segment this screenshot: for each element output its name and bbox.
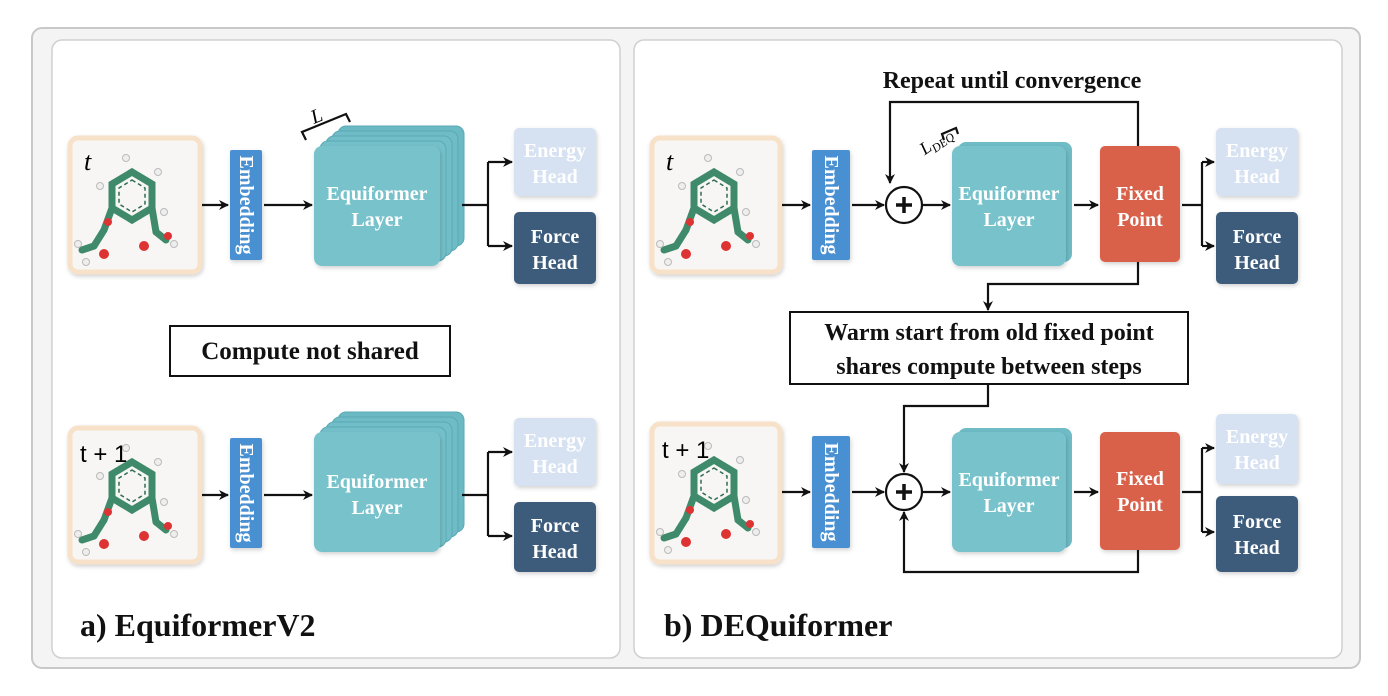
svg-text:Embedding: Embedding bbox=[820, 156, 842, 255]
svg-text:Force: Force bbox=[1233, 226, 1282, 248]
svg-text:Head: Head bbox=[1234, 166, 1280, 188]
add-operator bbox=[884, 185, 924, 225]
svg-text:Embedding: Embedding bbox=[235, 444, 257, 543]
svg-text:Force: Force bbox=[531, 515, 580, 537]
panel-label: b) DEQuiformer bbox=[664, 607, 892, 643]
time-label: t bbox=[84, 147, 92, 176]
svg-text:Point: Point bbox=[1117, 209, 1163, 231]
fixed-point-block: Fixed Point bbox=[1100, 146, 1180, 262]
svg-text:Force: Force bbox=[531, 226, 580, 248]
svg-text:Head: Head bbox=[1234, 537, 1280, 559]
svg-text:Head: Head bbox=[532, 456, 578, 478]
equiformer-layer-stack: Equiformer Layer bbox=[952, 428, 1072, 552]
molecule-t-plus-1: t + 1 bbox=[649, 421, 783, 565]
svg-text:Equiformer: Equiformer bbox=[958, 183, 1059, 205]
svg-text:Equiformer: Equiformer bbox=[326, 471, 427, 493]
embedding-block: Embedding bbox=[230, 438, 262, 548]
svg-text:Warm start from old fixed poin: Warm start from old fixed point bbox=[824, 320, 1154, 346]
force-head: Force Head bbox=[514, 212, 596, 284]
svg-text:Head: Head bbox=[1234, 252, 1280, 274]
time-label: t + 1 bbox=[662, 437, 709, 464]
svg-text:Layer: Layer bbox=[351, 497, 402, 519]
energy-head: Energy Head bbox=[514, 418, 596, 486]
svg-text:Equiformer: Equiformer bbox=[958, 469, 1059, 491]
embedding-block: Embedding bbox=[812, 436, 850, 548]
equiformer-layer-stack: Equiformer Layer bbox=[314, 411, 465, 552]
svg-text:Equiformer: Equiformer bbox=[326, 183, 427, 205]
fixed-point-block: Fixed Point bbox=[1100, 432, 1180, 550]
molecule-t: t bbox=[649, 135, 783, 275]
warm-start-note: Warm start from old fixed point shares c… bbox=[789, 311, 1189, 385]
force-head: Force Head bbox=[1216, 212, 1298, 284]
equiformer-layer-stack: Equiformer Layer L bbox=[300, 104, 465, 266]
svg-text:Embedding: Embedding bbox=[235, 156, 257, 255]
svg-text:Layer: Layer bbox=[351, 209, 402, 231]
svg-text:Energy: Energy bbox=[1226, 140, 1288, 162]
compute-not-shared-note: Compute not shared bbox=[169, 325, 451, 377]
svg-text:Head: Head bbox=[532, 166, 578, 188]
svg-text:Compute not shared: Compute not shared bbox=[201, 338, 419, 365]
panel-dequiformer: Repeat until convergence t Embedding Equ… bbox=[633, 39, 1343, 659]
svg-text:Head: Head bbox=[532, 252, 578, 274]
svg-text:Energy: Energy bbox=[1226, 426, 1288, 448]
svg-text:Energy: Energy bbox=[524, 430, 586, 452]
energy-head: Energy Head bbox=[1216, 128, 1298, 196]
molecule-t-plus-1: t + 1 bbox=[67, 425, 203, 565]
svg-text:Layer: Layer bbox=[983, 209, 1034, 231]
loop-label: Repeat until convergence bbox=[883, 68, 1142, 94]
svg-text:Point: Point bbox=[1117, 494, 1163, 516]
add-operator bbox=[884, 472, 924, 512]
force-head: Force Head bbox=[514, 502, 596, 572]
embedding-block: Embedding bbox=[230, 150, 262, 260]
panel-label: a) EquiformerV2 bbox=[80, 607, 316, 643]
energy-head: Energy Head bbox=[514, 128, 596, 196]
svg-text:Embedding: Embedding bbox=[820, 443, 842, 542]
svg-text:Fixed: Fixed bbox=[1116, 183, 1164, 205]
equiformer-layer-stack: Equiformer Layer LDEQ bbox=[915, 126, 1072, 266]
svg-text:Fixed: Fixed bbox=[1116, 468, 1164, 490]
svg-text:Layer: Layer bbox=[983, 495, 1034, 517]
embedding-block: Embedding bbox=[812, 150, 850, 260]
time-label: t + 1 bbox=[80, 441, 127, 468]
svg-text:Head: Head bbox=[1234, 452, 1280, 474]
force-head: Force Head bbox=[1216, 496, 1298, 572]
energy-head: Energy Head bbox=[1216, 414, 1298, 484]
svg-text:Head: Head bbox=[532, 541, 578, 563]
molecule-t: t bbox=[67, 135, 203, 275]
svg-text:Energy: Energy bbox=[524, 140, 586, 162]
svg-text:shares compute between steps: shares compute between steps bbox=[836, 354, 1142, 380]
time-label: t bbox=[666, 147, 674, 176]
svg-text:Force: Force bbox=[1233, 511, 1282, 533]
panel-equiformerv2: t Embedding Equiformer Layer L Energy He… bbox=[51, 39, 621, 659]
